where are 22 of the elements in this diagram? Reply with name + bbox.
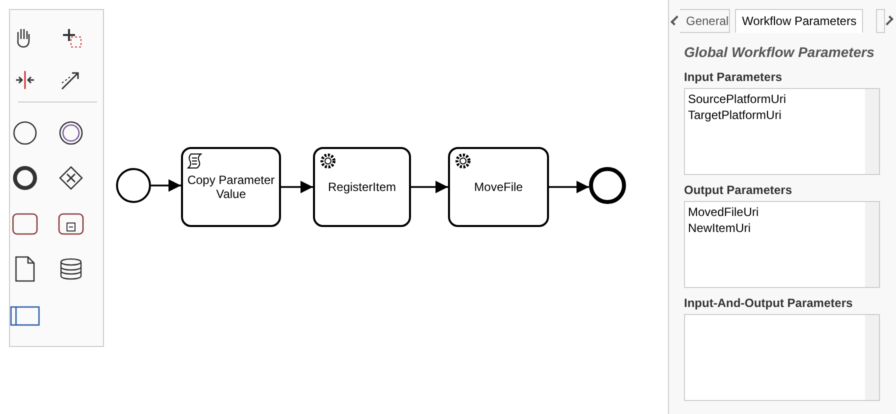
tab: Workflow Parameters bbox=[735, 9, 864, 33]
sequence-flow-arrow bbox=[151, 179, 181, 192]
field-label: Output Parameters bbox=[684, 183, 792, 197]
task-label: MoveFile bbox=[474, 180, 523, 194]
field-label: Input Parameters bbox=[684, 70, 782, 84]
sequence-flow-arrow bbox=[281, 180, 313, 194]
end-event-circle bbox=[589, 167, 626, 204]
sequence-flow-arrow bbox=[411, 180, 448, 194]
parameter-value: SourcePlatformUri bbox=[688, 91, 788, 107]
sequence-flow-arrow bbox=[549, 180, 589, 194]
task-box bbox=[313, 147, 411, 227]
panel-heading: Global Workflow Parameters bbox=[684, 44, 874, 60]
task-label: Copy Parameter Value bbox=[186, 173, 276, 201]
tab: General bbox=[680, 9, 730, 33]
parameter-value: TargetPlatformUri bbox=[688, 107, 782, 123]
parameter-value: NewItemUri bbox=[688, 220, 752, 236]
field-label: Input-And-Output Parameters bbox=[684, 296, 853, 310]
start-event-circle bbox=[116, 168, 151, 203]
task-label: RegisterItem bbox=[328, 180, 396, 194]
task-box bbox=[181, 147, 281, 227]
task-box bbox=[448, 147, 549, 227]
parameter-value: MovedFileUri bbox=[688, 204, 760, 220]
